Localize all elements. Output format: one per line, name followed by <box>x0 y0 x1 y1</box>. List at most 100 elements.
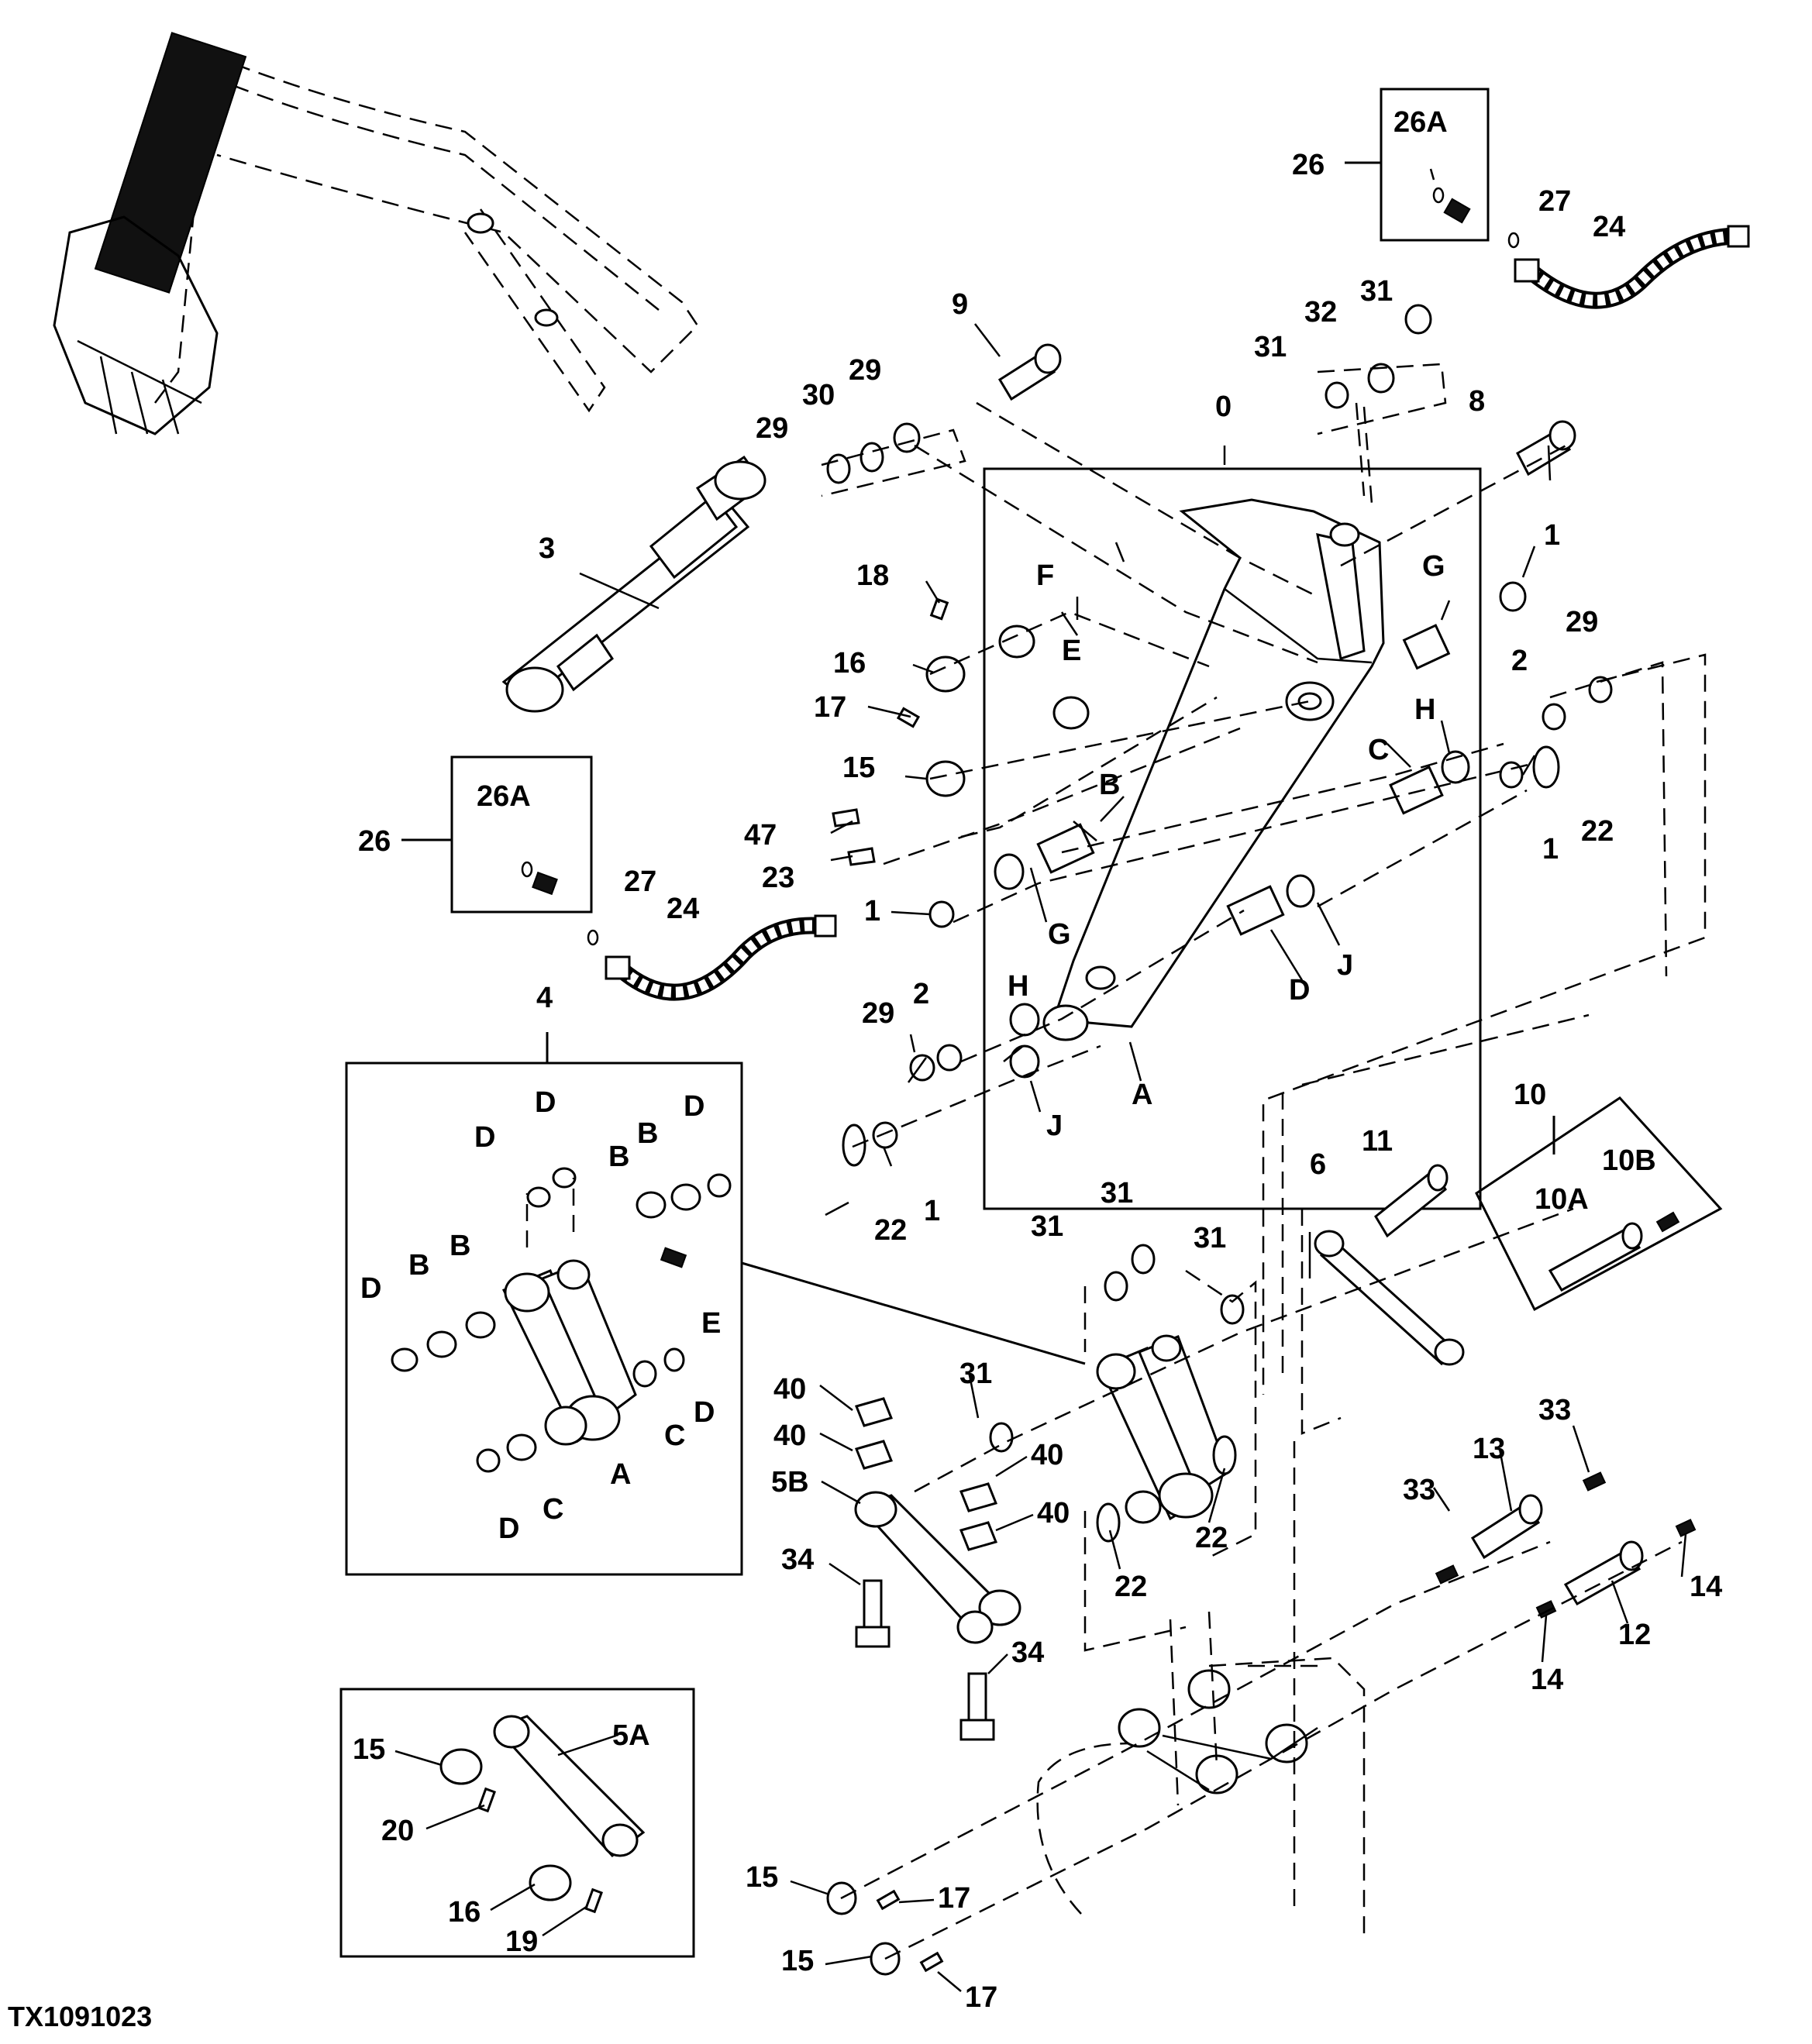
callout-15: 15 <box>781 1945 814 1977</box>
callout-30: 30 <box>802 379 835 411</box>
callout-33: 33 <box>1403 1474 1435 1506</box>
callout-22: 22 <box>874 1214 907 1247</box>
callout-f: F <box>1036 559 1054 592</box>
callout-labels: 0 9 8 26A 26 27 24 32 31 31 29 30 29 3 1… <box>353 106 1722 2014</box>
callout-b: B <box>408 1249 429 1282</box>
callout-31: 31 <box>1194 1222 1226 1254</box>
callout-26: 26 <box>1292 149 1325 181</box>
link-assembly <box>989 1244 1245 1543</box>
callout-h: H <box>1008 970 1028 1003</box>
bucket-illustration <box>1036 1657 1366 1937</box>
callout-14: 14 <box>1690 1571 1722 1603</box>
callout-4: 4 <box>536 982 553 1014</box>
callout-10a: 10A <box>1535 1183 1589 1216</box>
left-fitting-kit-box <box>401 755 593 914</box>
link-5b-assembly <box>854 1397 1021 1741</box>
callout-17: 17 <box>965 1981 997 2014</box>
callout-5a: 5A <box>612 1719 650 1752</box>
callout-29: 29 <box>849 354 881 387</box>
callout-19: 19 <box>505 1925 538 1958</box>
callout-47: 47 <box>744 819 777 852</box>
callout-27: 27 <box>1538 185 1571 218</box>
callout-9: 9 <box>952 288 968 321</box>
callout-e: E <box>1062 635 1081 667</box>
pin-kit-box <box>1314 1096 1723 1366</box>
callout-5b: 5B <box>771 1466 809 1499</box>
arm-pins <box>997 343 1576 477</box>
callout-17: 17 <box>814 691 846 724</box>
callout-32: 32 <box>1304 296 1337 329</box>
callout-26a: 26A <box>477 780 531 813</box>
callout-26: 26 <box>358 825 391 858</box>
callout-10b: 10B <box>1602 1144 1656 1177</box>
callout-15: 15 <box>746 1861 778 1894</box>
callout-16: 16 <box>448 1896 481 1929</box>
link-5a-detail-box <box>339 1688 695 1958</box>
callout-12: 12 <box>1618 1619 1651 1651</box>
figure-id: TX1091023 <box>8 2001 152 2032</box>
callout-b: B <box>450 1230 470 1262</box>
callout-22: 22 <box>1581 815 1614 848</box>
callout-d: D <box>360 1272 381 1305</box>
callout-d: D <box>1289 974 1310 1007</box>
callout-34: 34 <box>781 1543 814 1576</box>
callout-d: D <box>535 1086 556 1119</box>
callout-e: E <box>701 1307 721 1340</box>
callout-26a: 26A <box>1393 106 1448 139</box>
callout-2: 2 <box>1511 645 1528 677</box>
callout-6: 6 <box>1310 1148 1326 1181</box>
callout-24: 24 <box>667 893 699 925</box>
callout-31: 31 <box>959 1358 992 1390</box>
callout-d: D <box>498 1512 519 1545</box>
callout-40: 40 <box>773 1373 806 1406</box>
callout-2: 2 <box>913 978 929 1010</box>
callout-c: C <box>543 1493 563 1526</box>
callout-b: B <box>637 1117 658 1150</box>
callout-16: 16 <box>833 647 866 680</box>
callout-22: 22 <box>1114 1571 1147 1603</box>
machine-overview-illustration <box>53 32 699 435</box>
callout-leader-lines <box>579 323 1552 1278</box>
callout-14: 14 <box>1531 1664 1563 1696</box>
left-hose-assembly <box>587 914 837 1001</box>
callout-40: 40 <box>1037 1497 1070 1530</box>
callout-8: 8 <box>1469 385 1485 418</box>
callout-1: 1 <box>1544 519 1560 552</box>
callout-31: 31 <box>1101 1177 1133 1210</box>
callout-3: 3 <box>539 532 555 565</box>
callout-j: J <box>1046 1110 1063 1142</box>
assembly-guide-lines <box>821 363 1707 1960</box>
callout-a: A <box>1132 1079 1152 1111</box>
callout-31: 31 <box>1031 1210 1063 1243</box>
callout-h: H <box>1414 693 1435 726</box>
arm-assembly-box <box>983 467 1482 1210</box>
bucket-pins <box>1435 1471 1697 1619</box>
callout-31: 31 <box>1360 275 1393 308</box>
callout-d: D <box>684 1090 704 1123</box>
callout-11: 11 <box>1362 1125 1393 1158</box>
callout-27: 27 <box>624 865 656 898</box>
link-detail-box <box>345 1032 1086 1576</box>
callout-c: C <box>664 1419 685 1452</box>
top-hose-assembly <box>1507 225 1750 309</box>
callout-40: 40 <box>1031 1439 1063 1471</box>
arm-bushings <box>994 624 1470 1079</box>
callout-29: 29 <box>756 412 788 445</box>
callout-29: 29 <box>862 997 894 1030</box>
callout-17: 17 <box>938 1882 970 1915</box>
callout-29: 29 <box>1566 606 1598 638</box>
top-fitting-kit-box <box>1345 88 1490 242</box>
callout-d: D <box>474 1121 495 1154</box>
callout-g: G <box>1048 918 1071 951</box>
callout-31: 31 <box>1254 331 1287 363</box>
callout-1: 1 <box>864 895 880 927</box>
callout-23: 23 <box>762 862 794 894</box>
callout-24: 24 <box>1593 211 1625 243</box>
callout-33: 33 <box>1538 1394 1571 1426</box>
callout-18: 18 <box>856 559 889 592</box>
callout-15: 15 <box>842 752 875 784</box>
callout-22: 22 <box>1195 1522 1228 1554</box>
boom-cylinder-illustration <box>501 455 766 713</box>
